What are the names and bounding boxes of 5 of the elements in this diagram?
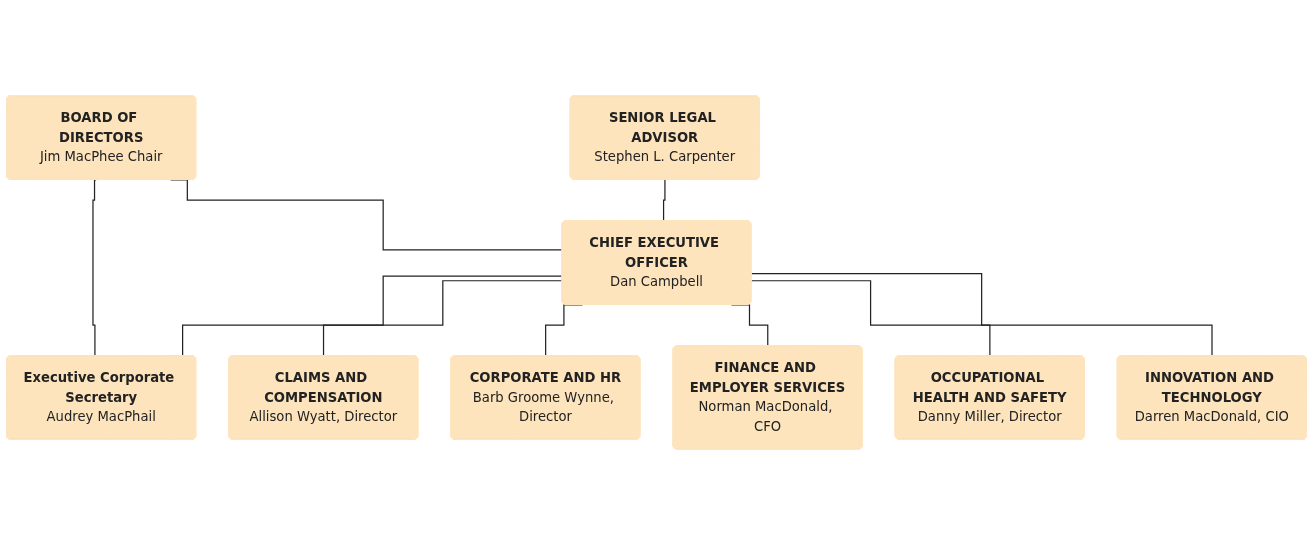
connector xyxy=(750,272,1213,357)
connector xyxy=(661,178,666,222)
connector xyxy=(750,279,991,357)
connector xyxy=(92,178,98,357)
connector xyxy=(322,279,563,357)
